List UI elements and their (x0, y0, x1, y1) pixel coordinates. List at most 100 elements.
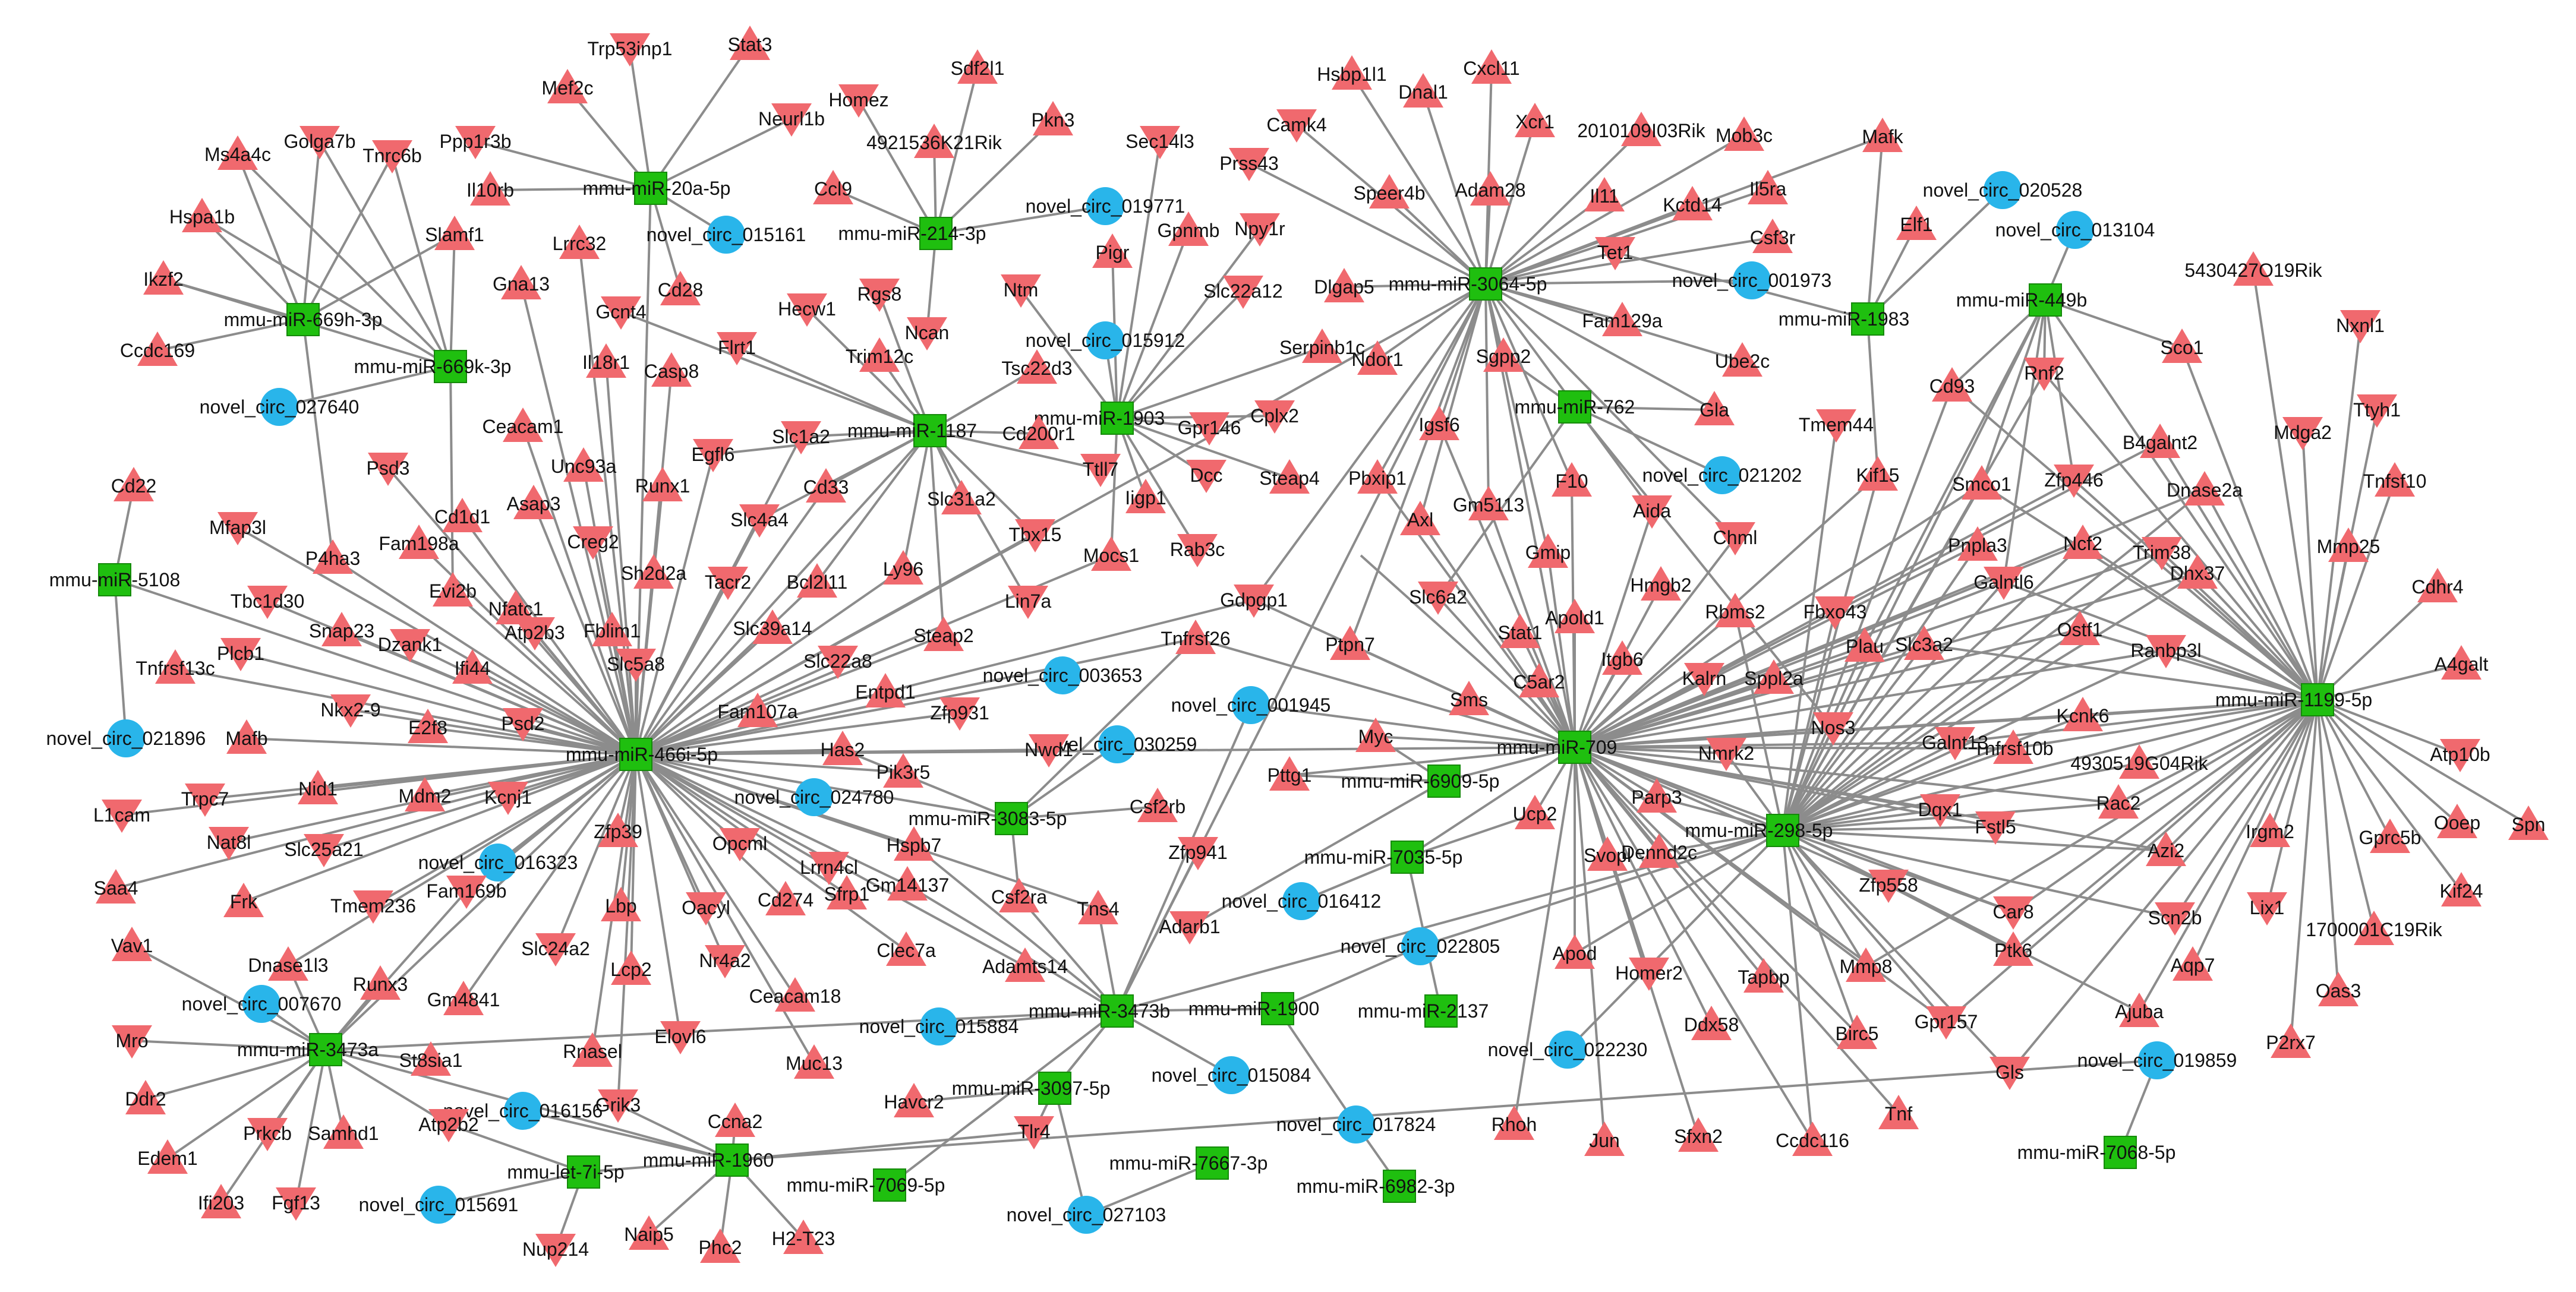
node-vav1[interactable]: Vav1 (111, 927, 153, 961)
node-mmu-mir-1903[interactable]: mmu-miR-1903 (1034, 402, 1165, 435)
node-psd2[interactable]: Psd2 (502, 708, 545, 741)
node-mmu-mir-2137[interactable]: mmu-miR-2137 (1358, 994, 1489, 1028)
node-cd93[interactable]: Cd93 (1929, 367, 1975, 402)
node-mmu-mir-449b[interactable]: mmu-miR-449b (1956, 283, 2087, 317)
node-hecw1[interactable]: Hecw1 (778, 293, 836, 327)
node-prss43[interactable]: Prss43 (1219, 148, 1279, 181)
node-mmu-mir-1900[interactable]: mmu-miR-1900 (1188, 992, 1319, 1025)
node-atp2b2[interactable]: Atp2b2 (418, 1109, 479, 1142)
node-adam28[interactable]: Adam28 (1455, 171, 1526, 206)
node-tnfrsf13c[interactable]: Tnfrsf13c (135, 649, 215, 684)
node-novel-circ-022805[interactable]: novel_circ_022805 (1341, 927, 1500, 965)
node-nmrk2[interactable]: Nmrk2 (1698, 738, 1754, 771)
node-dzank1[interactable]: Dzank1 (378, 629, 443, 662)
node-mmu-mir-709[interactable]: mmu-miR-709 (1497, 731, 1618, 764)
node-nat8l[interactable]: Nat8l (207, 827, 251, 860)
node-mmu-mir-3473a[interactable]: mmu-miR-3473a (237, 1033, 379, 1066)
node-frk[interactable]: Frk (223, 883, 264, 917)
node-fam107a[interactable]: Fam107a (717, 693, 798, 727)
node-2010109i03rik[interactable]: 2010109I03Rik (1577, 112, 1706, 146)
node-novel-circ-019859[interactable]: novel_circ_019859 (2077, 1041, 2237, 1079)
node-dnase1l3[interactable]: Dnase1l3 (248, 946, 329, 981)
node-sfrp1[interactable]: Sfrp1 (824, 875, 869, 909)
node-nwd1[interactable]: Nwd1 (1024, 734, 1073, 767)
node-novel-circ-019771[interactable]: novel_circ_019771 (1026, 187, 1185, 225)
node-galntl6[interactable]: Galntl6 (1973, 567, 2034, 600)
node-mmu-mir-1187[interactable]: mmu-miR-1187 (847, 414, 977, 447)
node-lrrc32[interactable]: Lrrc32 (553, 225, 607, 259)
node-dqx1[interactable]: Dqx1 (1918, 794, 1963, 827)
node-tbx15[interactable]: Tbx15 (1009, 519, 1062, 552)
node-dhx37[interactable]: Dhx37 (2170, 554, 2225, 589)
node-evi2b[interactable]: Evi2b (429, 572, 477, 606)
node-saa4[interactable]: Saa4 (94, 869, 138, 904)
node-mafb[interactable]: Mafb (225, 719, 268, 754)
node-novel-circ-024780[interactable]: novel_circ_024780 (734, 778, 894, 816)
node-cd28[interactable]: Cd28 (658, 271, 704, 305)
node-mdm2[interactable]: Mdm2 (399, 777, 452, 811)
node-ceacam18[interactable]: Ceacam18 (749, 977, 841, 1012)
node-ceacam1[interactable]: Ceacam1 (483, 407, 564, 442)
node-c5ar2[interactable]: C5ar2 (1513, 663, 1565, 697)
node-b4galnt2[interactable]: B4galnt2 (2123, 424, 2197, 458)
node-sms[interactable]: Sms (1449, 681, 1489, 715)
node-tlr4[interactable]: Tlr4 (1014, 1116, 1054, 1149)
node-ttll7[interactable]: Ttll7 (1080, 454, 1121, 487)
node-tnf[interactable]: Tnf (1878, 1095, 1919, 1129)
node-ooep[interactable]: Ooep (2434, 804, 2480, 838)
node-mmu-mir-7035-5p[interactable]: mmu-miR-7035-5p (1304, 841, 1463, 874)
node-prkcb[interactable]: Prkcb (243, 1118, 292, 1151)
node-zfp446[interactable]: Zfp446 (2044, 465, 2104, 498)
node-ptpn7[interactable]: Ptpn7 (1325, 626, 1375, 660)
node-slc25a21[interactable]: Slc25a21 (284, 834, 364, 867)
node-sec14l3[interactable]: Sec14l3 (1125, 126, 1194, 159)
node-dnal1[interactable]: Dnal1 (1398, 73, 1448, 108)
node-aqp7[interactable]: Aqp7 (2171, 946, 2215, 981)
node-ddr2[interactable]: Ddr2 (125, 1080, 166, 1114)
node-muc13[interactable]: Muc13 (786, 1044, 843, 1079)
node-runx1[interactable]: Runx1 (635, 467, 690, 501)
node-ncf2[interactable]: Ncf2 (2063, 525, 2103, 559)
node-novel-circ-020528[interactable]: novel_circ_020528 (1923, 171, 2083, 209)
node-samhd1[interactable]: Samhd1 (308, 1114, 379, 1149)
node-tnfrsf26[interactable]: Tnfrsf26 (1161, 620, 1231, 654)
node-adamts14[interactable]: Adamts14 (982, 947, 1068, 982)
node-slc31a2[interactable]: Slc31a2 (927, 480, 996, 514)
node-runx3[interactable]: Runx3 (353, 965, 408, 1000)
node-svopl[interactable]: Svopl (1584, 836, 1631, 871)
node-nfatc1[interactable]: Nfatc1 (488, 590, 543, 624)
node-zfp931[interactable]: Zfp931 (930, 697, 989, 731)
node-gls[interactable]: Gls (1989, 1057, 2030, 1090)
node-tapbp[interactable]: Tapbp (1738, 958, 1790, 993)
node-ucp2[interactable]: Ucp2 (1513, 795, 1557, 829)
node-ifi203[interactable]: Ifi203 (198, 1184, 244, 1218)
node-trpc7[interactable]: Trpc7 (181, 784, 229, 817)
node-flrt1[interactable]: Flrt1 (717, 332, 757, 365)
node-novel-circ-015161[interactable]: novel_circ_015161 (647, 216, 806, 254)
node-atp2b3[interactable]: Atp2b3 (505, 617, 565, 650)
node-novel-circ-027103[interactable]: novel_circ_027103 (1007, 1196, 1166, 1234)
node-ccdc169[interactable]: Ccdc169 (120, 331, 195, 366)
node-rbms2[interactable]: Rbms2 (1705, 593, 1765, 627)
node-kif24[interactable]: Kif24 (2440, 872, 2483, 906)
node-pigr[interactable]: Pigr (1092, 233, 1133, 268)
node-clec7a[interactable]: Clec7a (876, 931, 936, 966)
node-dnase2a[interactable]: Dnase2a (2167, 471, 2243, 506)
node-nkx2-9[interactable]: Nkx2-9 (320, 694, 381, 728)
node-gm5113[interactable]: Gm5113 (1453, 486, 1524, 520)
node-il18r1[interactable]: Il18r1 (582, 343, 630, 378)
node-homer2[interactable]: Homer2 (1615, 958, 1683, 991)
node-mmu-mir-3473b[interactable]: mmu-miR-3473b (1029, 994, 1170, 1028)
node-tmem44[interactable]: Tmem44 (1799, 409, 1874, 443)
node-fgf13[interactable]: Fgf13 (272, 1187, 320, 1221)
node-dcc[interactable]: Dcc (1186, 460, 1226, 493)
node-snap23[interactable]: Snap23 (309, 612, 374, 646)
node-neurl1b[interactable]: Neurl1b (758, 103, 825, 137)
node-kalrn[interactable]: Kalrn (1682, 663, 1727, 696)
node-fam169b[interactable]: Fam169b (426, 876, 507, 909)
node-dlgap5[interactable]: Dlgap5 (1314, 268, 1374, 302)
node-adarb1[interactable]: Adarb1 (1159, 911, 1221, 944)
node-lcp2[interactable]: Lcp2 (610, 950, 652, 985)
node-mmu-let-7i-5p[interactable]: mmu-let-7i-5p (507, 1155, 625, 1189)
node-scn2b[interactable]: Scn2b (2148, 902, 2202, 936)
